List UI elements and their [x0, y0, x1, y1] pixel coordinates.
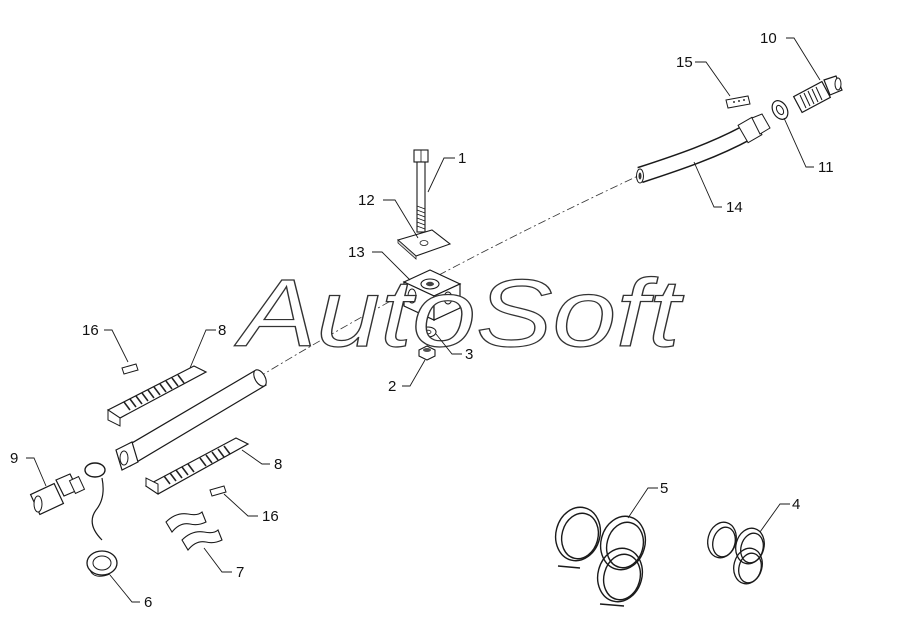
- callout-8-lower: 8: [274, 456, 282, 473]
- part-5-hose-clamps-large: [554, 506, 647, 607]
- callout-leaders: [26, 37, 821, 603]
- callout-8-upper: 8: [218, 322, 226, 339]
- callout-4: 4: [792, 496, 800, 513]
- part-7-clamp-halves: [165, 511, 223, 551]
- part-9-fitting: [29, 473, 86, 516]
- callout-11: 11: [818, 159, 834, 176]
- part-16-insert-lower: [209, 485, 227, 497]
- part-13-clamp-block: [402, 269, 462, 321]
- callout-12: 12: [358, 192, 375, 209]
- callout-10: 10: [760, 30, 777, 47]
- callout-15: 15: [676, 54, 693, 71]
- callout-5: 5: [660, 480, 668, 497]
- part-11-nut: [771, 100, 789, 120]
- callout-7: 7: [236, 564, 244, 581]
- part-3-washer: [419, 326, 437, 338]
- callout-6: 6: [144, 594, 152, 611]
- callout-2: 2: [388, 378, 396, 395]
- part-16-insert-upper: [121, 363, 139, 375]
- part-8-sleeve-half-upper: [106, 365, 208, 427]
- part-12-plate: [396, 229, 452, 260]
- part-2-nut: [418, 345, 436, 361]
- part-15-clip: [725, 95, 751, 109]
- callout-13: 13: [348, 244, 365, 261]
- part-1-bolt: [413, 149, 429, 233]
- part-4-hose-clamps-small: [707, 521, 765, 585]
- part-6-cap-with-strap: [84, 462, 118, 577]
- callout-16-lower: 16: [262, 508, 279, 525]
- callout-16-upper: 16: [82, 322, 99, 339]
- callout-14: 14: [726, 199, 743, 216]
- watermark-text: AutoSoft: [234, 260, 684, 367]
- callout-1: 1: [458, 150, 466, 167]
- callout-labels: 1 2 3 4 5 6 7 8 8 9 10 11 12 13 14 15 16…: [10, 30, 834, 611]
- part-8-sleeve-half-lower: [144, 437, 250, 495]
- callout-3: 3: [465, 346, 473, 363]
- part-10-threaded-fitting: [792, 75, 843, 114]
- callout-9: 9: [10, 450, 18, 467]
- part-14-hose: [636, 113, 771, 184]
- inner-tube: [115, 369, 267, 471]
